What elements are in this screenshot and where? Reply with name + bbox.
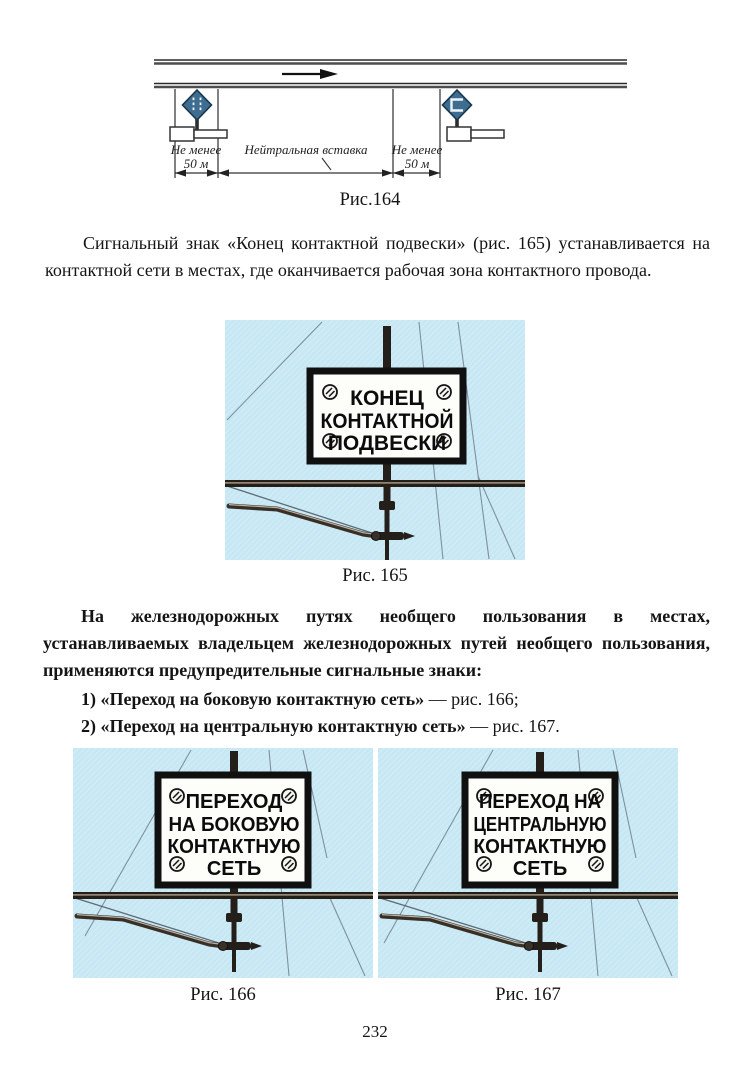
contact-line <box>154 82 627 89</box>
sign-text-line: НА БОКОВУЮ <box>169 814 300 836</box>
pole <box>536 752 544 777</box>
figure-165-photo: КОНЕЦ КОНТАКТНОЙ ПОДВЕСКИ <box>225 320 525 560</box>
sign-text-line: КОНЕЦ <box>350 387 424 410</box>
screw-icon <box>588 788 604 804</box>
pole-fittings <box>524 899 568 972</box>
sign-text-line: КОНТАКТНОЙ <box>321 409 454 433</box>
sign-plate: ПЕРЕХОД НА ЦЕНТРАЛЬНУЮ КОНТАКТНУЮ СЕТЬ <box>461 771 619 889</box>
direction-arrow-icon <box>282 69 338 79</box>
guy-wire <box>74 897 223 945</box>
list-item-2-ref: — рис. 167. <box>465 716 560 736</box>
paragraph-konec: Сигнальный знак «Конец контактной подвес… <box>45 233 710 280</box>
list-item-1-bold: 1) «Переход на боковую контактную сеть» <box>81 689 425 709</box>
bent-tube <box>379 913 534 949</box>
list-item-central-network: 2) «Переход на центральную контактную се… <box>81 713 560 740</box>
figure-166-photo: ПЕРЕХОД НА БОКОВУЮ КОНТАКТНУЮ СЕТЬ <box>73 748 373 978</box>
figure-167-caption: Рис. 167 <box>495 985 561 1005</box>
neutral-insert-label: Нейтральная вставка <box>243 142 368 157</box>
sign-text-line: ЦЕНТРАЛЬНУЮ <box>474 814 607 836</box>
page-number: 232 <box>362 1022 388 1041</box>
sign-text-line: ПОДВЕСКИ <box>328 432 446 455</box>
sign-text-line: КОНТАКТНУЮ <box>474 836 607 858</box>
current-on-sign-icon <box>441 88 473 132</box>
sign-text-line: КОНТАКТНУЮ <box>168 836 301 858</box>
list-item-side-network: 1) «Переход на боковую контактную сеть» … <box>81 686 519 713</box>
fig165-photo-art: КОНЕЦ КОНТАКТНОЙ ПОДВЕСКИ <box>225 320 525 560</box>
screw-icon <box>281 856 297 872</box>
screw-icon <box>588 856 604 872</box>
figure-164-caption: Рис.164 <box>339 190 401 210</box>
sign-text-line: СЕТЬ <box>513 858 567 880</box>
figure-165-caption: Рис. 165 <box>342 566 408 586</box>
screw-icon <box>476 788 492 804</box>
upper-line <box>154 59 627 65</box>
screw-icon <box>281 788 297 804</box>
pole-fittings <box>218 899 262 972</box>
left-console <box>169 126 228 142</box>
paragraph-nonpublic: На железнодорожных путях необщего пользо… <box>43 606 710 680</box>
right-console <box>446 126 505 142</box>
screw-icon <box>436 384 452 400</box>
guy-wire <box>226 485 376 535</box>
pole <box>230 751 238 777</box>
screw-icon <box>436 433 452 449</box>
screw-icon <box>169 788 185 804</box>
fig166-photo-art: ПЕРЕХОД НА БОКОВУЮ КОНТАКТНУЮ СЕТЬ <box>73 748 373 978</box>
right-distance-value: 50 м <box>405 156 430 171</box>
left-distance-value: 50 м <box>184 156 209 171</box>
figure-164-diagram: Не менее 50 м Нейтральная вставка Не мен… <box>154 59 627 178</box>
sign-text-line: ПЕРЕХОД <box>186 791 283 813</box>
screw-icon <box>476 856 492 872</box>
cantilever-wire <box>225 480 525 487</box>
left-distance-label: Не менее <box>170 142 222 157</box>
guy-wire <box>379 897 530 945</box>
cantilever-wire <box>378 892 678 899</box>
screw-icon <box>322 384 338 400</box>
current-off-sign-icon <box>181 88 213 132</box>
list-item-2-bold: 2) «Переход на центральную контактную се… <box>81 716 466 736</box>
pole <box>383 326 391 373</box>
bent-tube <box>74 913 227 949</box>
sign-plate: ПЕРЕХОД НА БОКОВУЮ КОНТАКТНУЮ СЕТЬ <box>154 771 312 889</box>
screw-icon <box>169 856 185 872</box>
list-item-1-ref: — рис. 166; <box>424 689 519 709</box>
dimension-line <box>175 157 440 177</box>
screw-icon <box>322 433 338 449</box>
pole-fittings <box>371 487 415 560</box>
figure-166-caption: Рис. 166 <box>190 985 256 1005</box>
sign-text-line: СЕТЬ <box>207 858 261 880</box>
figure-167-photo: ПЕРЕХОД НА ЦЕНТРАЛЬНУЮ КОНТАКТНУЮ СЕТЬ <box>378 748 678 978</box>
sign-plate: КОНЕЦ КОНТАКТНОЙ ПОДВЕСКИ <box>306 367 467 465</box>
fig167-photo-art: ПЕРЕХОД НА ЦЕНТРАЛЬНУЮ КОНТАКТНУЮ СЕТЬ <box>378 748 678 978</box>
sign-text-line: ПЕРЕХОД НА <box>479 791 601 813</box>
bent-tube <box>226 503 380 539</box>
pole <box>383 459 391 480</box>
cantilever-wire <box>73 892 373 899</box>
right-distance-label: Не менее <box>391 142 443 157</box>
